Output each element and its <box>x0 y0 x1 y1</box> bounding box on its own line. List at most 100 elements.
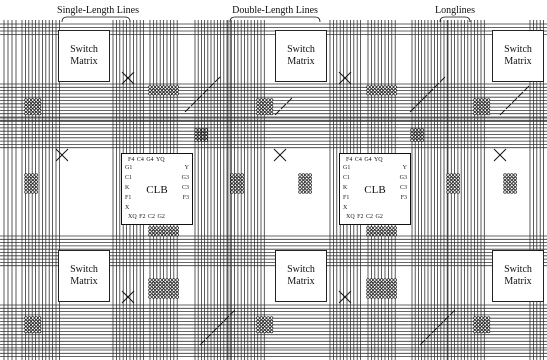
pip-cluster <box>377 292 380 295</box>
pip-cluster <box>231 177 234 180</box>
pip-cluster <box>384 93 387 96</box>
pip-cluster <box>32 99 35 102</box>
clb-pin-label: F3 <box>395 195 407 205</box>
pip-cluster <box>487 324 490 327</box>
pip-cluster <box>474 112 477 115</box>
pip-cluster <box>238 177 241 180</box>
pip-cluster <box>374 279 377 282</box>
pip-cluster <box>370 93 373 96</box>
pip-cluster <box>25 324 28 327</box>
pip-cluster <box>504 181 507 184</box>
pip-cluster <box>474 109 477 112</box>
pip-cluster <box>169 296 172 299</box>
pip-cluster <box>28 187 31 190</box>
pip-cluster <box>374 289 377 292</box>
switch-matrix-bottom-center: Switch Matrix <box>275 250 327 302</box>
pip-cluster <box>418 136 421 139</box>
pip-cluster <box>166 296 169 299</box>
pip-cluster <box>380 289 383 292</box>
pip-cluster <box>477 320 480 323</box>
pip-cluster <box>238 191 241 194</box>
pip-cluster <box>511 191 514 194</box>
pip-cluster <box>454 177 457 180</box>
pip-cluster <box>384 296 387 299</box>
pip-cluster <box>367 286 370 289</box>
pip-cluster <box>457 187 460 190</box>
pip-cluster <box>32 181 35 184</box>
pip-cluster <box>238 181 241 184</box>
pip-cluster <box>507 184 510 187</box>
pip-cluster <box>152 289 155 292</box>
pip-cluster <box>302 174 305 177</box>
pip-cluster <box>166 292 169 295</box>
pip-cluster <box>35 112 38 115</box>
pip-cluster <box>176 286 179 289</box>
pip-cluster <box>450 174 453 177</box>
pip-cluster <box>166 227 169 230</box>
pip-cluster <box>487 106 490 109</box>
pip-cluster <box>447 191 450 194</box>
clb-pin-label: Y <box>177 165 189 175</box>
pip-cluster <box>447 177 450 180</box>
pip-cluster <box>299 177 302 180</box>
pip-cluster <box>257 112 260 115</box>
pip-cluster <box>173 227 176 230</box>
header-single-length-lines: Single-Length Lines <box>57 5 139 16</box>
pip-cluster <box>387 279 390 282</box>
pip-cluster <box>162 86 165 89</box>
pip-cluster <box>377 296 380 299</box>
pip-cluster <box>241 184 244 187</box>
pip-cluster <box>367 86 370 89</box>
pip-cluster <box>32 174 35 177</box>
pip-cluster <box>391 86 394 89</box>
pip-cluster <box>411 129 414 132</box>
pip-cluster <box>162 93 165 96</box>
pip-cluster <box>264 327 267 330</box>
pip-cluster <box>38 109 41 112</box>
switch-matrix-top-left: Switch Matrix <box>58 30 110 82</box>
pip-cluster <box>156 93 159 96</box>
pip-cluster <box>238 184 241 187</box>
pip-cluster <box>28 324 31 327</box>
pip-cluster <box>149 289 152 292</box>
pip-cluster <box>152 86 155 89</box>
pip-cluster <box>477 324 480 327</box>
switch-matrix-top-right: Switch Matrix <box>492 30 544 82</box>
diagonal-connection <box>410 107 415 112</box>
pip-cluster <box>367 289 370 292</box>
pip-cluster <box>260 320 263 323</box>
pip-cluster <box>241 177 244 180</box>
clb-right-pins: Y G3 C3 F3 <box>177 165 189 205</box>
pip-cluster <box>32 184 35 187</box>
pip-cluster <box>260 317 263 320</box>
pip-cluster <box>257 106 260 109</box>
pip-cluster <box>159 234 162 237</box>
pip-cluster <box>149 292 152 295</box>
pip-cluster <box>387 286 390 289</box>
pip-cluster <box>481 324 484 327</box>
pip-cluster <box>241 191 244 194</box>
pip-cluster <box>367 292 370 295</box>
pip-cluster <box>487 99 490 102</box>
pip-cluster <box>411 136 414 139</box>
pip-cluster <box>25 327 28 330</box>
pip-cluster <box>391 296 394 299</box>
pip-cluster <box>169 282 172 285</box>
switch-matrix-label: Switch <box>70 44 98 56</box>
pip-cluster <box>511 184 514 187</box>
switch-matrix-label: Switch <box>70 264 98 276</box>
pip-cluster <box>270 106 273 109</box>
pip-cluster <box>377 289 380 292</box>
pip-cluster <box>173 279 176 282</box>
pip-cluster <box>159 230 162 233</box>
pip-cluster <box>391 289 394 292</box>
pip-cluster <box>384 89 387 92</box>
pip-cluster <box>380 89 383 92</box>
pip-cluster <box>28 320 31 323</box>
pip-cluster <box>450 187 453 190</box>
clb-right-pins: Y G3 C3 F3 <box>395 165 407 205</box>
pip-cluster <box>166 289 169 292</box>
pip-cluster <box>374 230 377 233</box>
pip-cluster <box>387 289 390 292</box>
